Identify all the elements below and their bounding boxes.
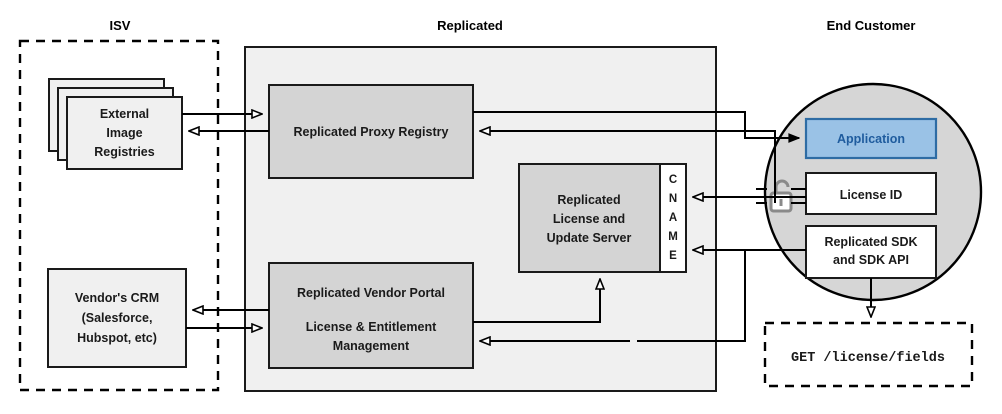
external-image-registries[interactable]: External Image Registries <box>48 78 183 170</box>
region-title-isv: ISV <box>110 18 131 33</box>
sdk-box <box>805 225 937 279</box>
vendor-portal-box <box>268 262 474 369</box>
sdk-line-2: and SDK API <box>833 253 909 267</box>
license-server-line-1: Replicated <box>557 193 620 207</box>
license-id-label: License ID <box>840 188 903 202</box>
proxy-registry-label: Replicated Proxy Registry <box>294 125 449 139</box>
customer-application[interactable]: Application <box>804 117 938 160</box>
application-box <box>804 117 938 160</box>
crm-line-1: Vendor's CRM <box>75 291 159 305</box>
crm-line-3: Hubspot, etc) <box>77 331 157 345</box>
region-title-replicated: Replicated <box>437 18 503 33</box>
edge-proxy-to-application <box>473 111 799 138</box>
crm-box <box>47 268 187 368</box>
replicated-license-and-update-server[interactable]: Replicated License and Update Server C N… <box>518 163 687 273</box>
api-call-label: GET /license/fields <box>791 351 945 366</box>
sdk-line-1: Replicated SDK <box>824 235 917 249</box>
vendors-crm[interactable]: Vendor's CRM (Salesforce, Hubspot, etc) <box>47 268 187 368</box>
replicated-vendor-portal[interactable]: Replicated Vendor Portal License & Entit… <box>268 262 474 369</box>
customer-replicated-sdk[interactable]: Replicated SDK and SDK API <box>805 225 937 279</box>
cname-letter-5: E <box>669 250 677 262</box>
edge-sdk-loop-to-vendor-portal <box>637 249 806 342</box>
license-server-line-3: Update Server <box>547 231 632 245</box>
vendor-portal-line-2: License & Entitlement <box>306 320 437 334</box>
region-title-end-customer: End Customer <box>827 18 916 33</box>
cname-letter-1: C <box>669 174 677 186</box>
customer-license-id[interactable]: License ID <box>805 172 937 215</box>
registry-stack-front <box>66 96 183 170</box>
api-call-region: GET /license/fields <box>763 321 974 388</box>
vendor-portal-line-3: Management <box>333 339 410 353</box>
edge-customer-to-proxy <box>480 131 776 203</box>
registries-line-3: Registries <box>94 145 154 159</box>
license-id-box <box>805 172 937 215</box>
application-label: Application <box>837 132 905 146</box>
vendor-portal-line-1: Replicated Vendor Portal <box>297 286 445 300</box>
edge-vendor-portal-to-license-server <box>473 279 600 323</box>
license-server-line-2: License and <box>553 212 625 226</box>
isv-region-boundary <box>18 39 220 392</box>
license-update-server-box <box>518 163 661 273</box>
cname-letter-4: M <box>668 231 678 243</box>
replicated-proxy-registry[interactable]: Replicated Proxy Registry <box>268 84 474 179</box>
cname-letter-2: N <box>669 193 677 205</box>
registries-line-2: Image <box>106 126 142 140</box>
cname-letter-3: A <box>669 212 677 224</box>
crm-line-2: (Salesforce, <box>82 311 153 325</box>
registries-line-1: External <box>100 107 149 121</box>
api-call-boundary <box>763 321 974 388</box>
cname-box <box>659 163 687 273</box>
